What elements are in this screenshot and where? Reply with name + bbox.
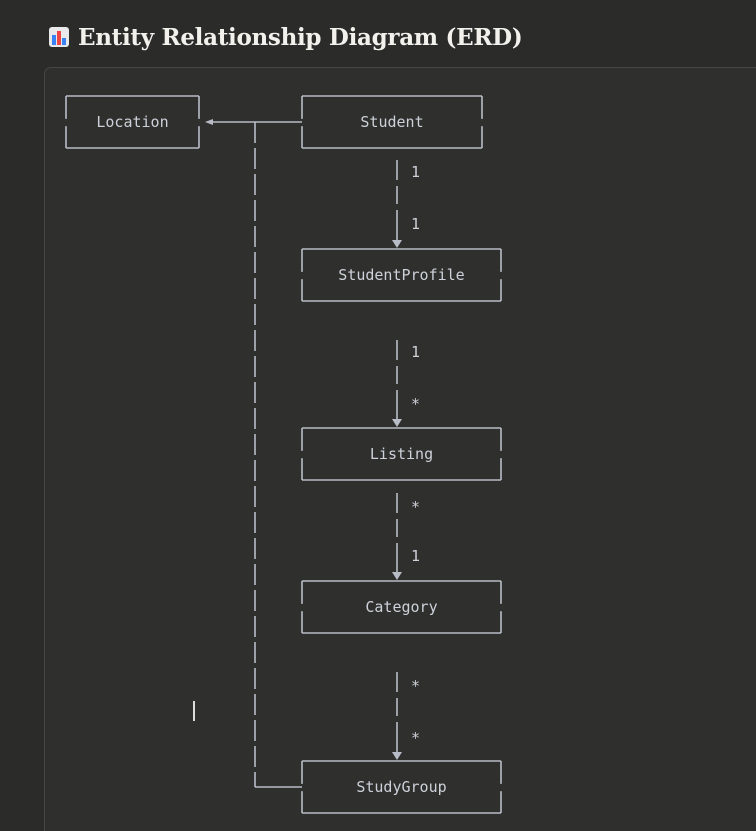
relation-3 bbox=[392, 672, 402, 760]
entity-label: StudentProfile bbox=[338, 266, 464, 284]
cardinality-label: 1 bbox=[411, 343, 420, 361]
arrowhead bbox=[392, 572, 402, 580]
entity-student-profile: StudentProfile bbox=[301, 248, 502, 302]
cardinality-label: 1 bbox=[411, 215, 420, 233]
arrowhead bbox=[392, 240, 402, 248]
relation-location bbox=[205, 119, 302, 788]
cardinality-label: * bbox=[411, 729, 420, 747]
entity-label: StudyGroup bbox=[356, 778, 446, 796]
entity-label: Student bbox=[360, 113, 423, 131]
entity-label: Category bbox=[365, 598, 437, 616]
erd-entities: Location StudentStudentProfileListingCate… bbox=[65, 95, 502, 814]
entity-location: Location bbox=[65, 95, 200, 149]
bar-chart-icon bbox=[49, 27, 69, 47]
arrowhead bbox=[392, 752, 402, 760]
cardinality-label: * bbox=[411, 677, 420, 695]
erd-cardinalities: 1 1 1 * * 1 * * bbox=[411, 163, 420, 747]
diagram-heading: Entity Relationship Diagram (ERD) bbox=[48, 22, 523, 52]
entity-study-group: StudyGroup bbox=[301, 760, 502, 814]
arrowhead bbox=[205, 119, 213, 125]
entity-category: Category bbox=[301, 580, 502, 634]
text-cursor bbox=[193, 701, 195, 721]
cardinality-label: 1 bbox=[411, 547, 420, 565]
entity-label: Listing bbox=[370, 445, 433, 463]
cardinality-label: 1 bbox=[411, 163, 420, 181]
erd-edges bbox=[205, 119, 402, 788]
arrowhead bbox=[392, 419, 402, 427]
relation-0 bbox=[392, 160, 402, 248]
relation-1 bbox=[392, 340, 402, 427]
cardinality-label: * bbox=[411, 395, 420, 413]
entity-listing: Listing bbox=[301, 427, 502, 481]
erd-diagram: Location StudentStudentProfileListingCate… bbox=[65, 95, 502, 814]
page-title: Entity Relationship Diagram (ERD) bbox=[78, 23, 523, 51]
cardinality-label: * bbox=[411, 498, 420, 516]
entity-student: Student bbox=[301, 95, 483, 149]
relation-2 bbox=[392, 493, 402, 580]
entity-label: Location bbox=[96, 113, 168, 131]
